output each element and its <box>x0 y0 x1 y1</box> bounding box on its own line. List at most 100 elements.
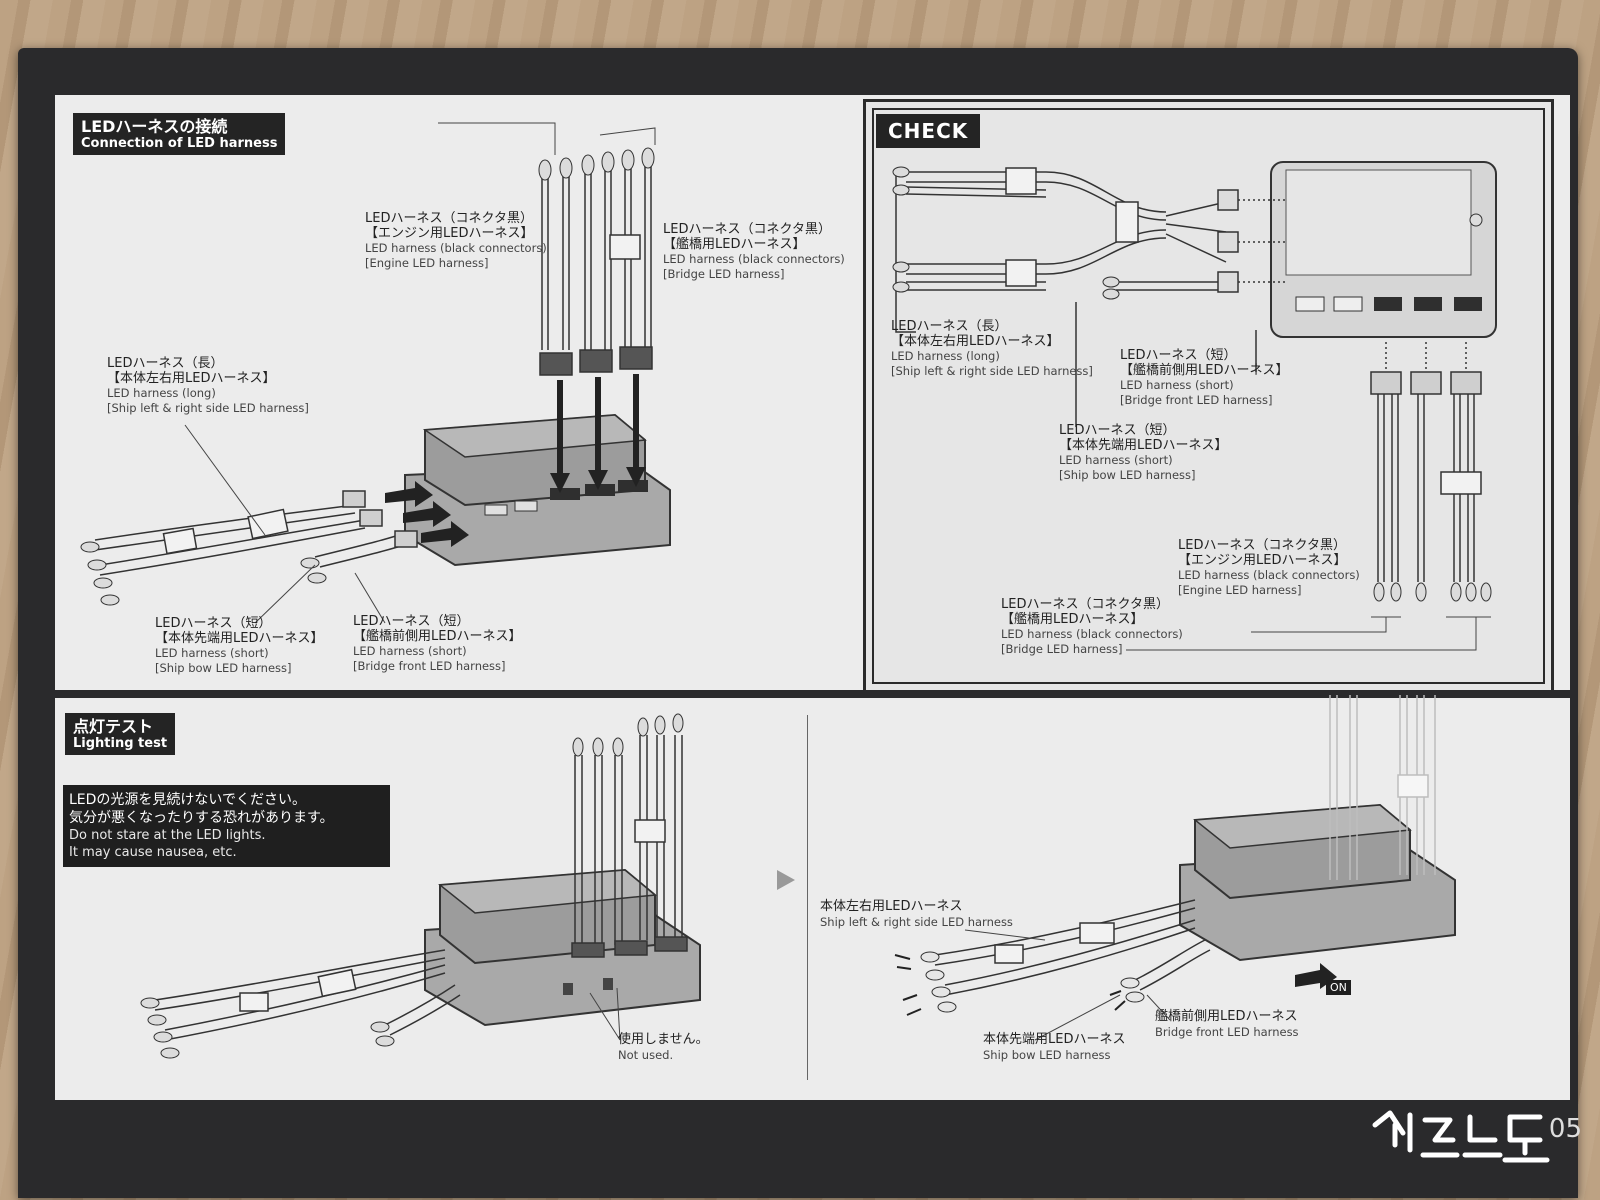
warning-en1: Do not stare at the LED lights. <box>69 828 266 843</box>
lighting-led-tips-before <box>140 713 684 1059</box>
check-bridge-jp2: 【艦橋用LEDハーネス】 <box>1001 611 1144 627</box>
check-engine-en2: [Engine LED harness] <box>1178 582 1302 597</box>
on-label: ON <box>1326 980 1351 995</box>
side-harness-en: Ship left & right side LED harness <box>820 914 1013 929</box>
check-title: CHECK <box>876 114 981 148</box>
bridge-harness-label: LEDハーネス（コネクタ黒） 【艦橋用LEDハーネス】 LED harness … <box>663 222 845 281</box>
vertical-harnesses <box>539 163 653 376</box>
engine-harness-label: LEDハーネス（コネクタ黒） 【エンジン用LEDハーネス】 LED harnes… <box>365 211 547 270</box>
bridge-label-jp1: LEDハーネス（コネクタ黒） <box>663 222 831 237</box>
check-engine-jp1: LEDハーネス（コネクタ黒） <box>1178 538 1346 553</box>
lighting-led-tips-after <box>920 951 1145 1013</box>
engine-label-jp2: 【エンジン用LEDハーネス】 <box>365 225 534 241</box>
bow-label-en1: LED harness (short) <box>155 646 269 660</box>
check-control-box <box>1270 161 1497 338</box>
lighting-box-after <box>1179 803 1456 962</box>
bridge-front-harness-label: LEDハーネス（短） 【艦橋前側用LEDハーネス】 LED harness (s… <box>353 614 522 673</box>
check-panel-inner-border <box>872 108 1545 684</box>
bridge-front-result-label: 艦橋前側用LEDハーネス Bridge front LED harness <box>1155 1009 1299 1039</box>
lighting-harness-before <box>154 735 688 1041</box>
bow-harness-label: LEDハーネス（短） 【本体先端用LEDハーネス】 LED harness (s… <box>155 616 324 675</box>
long-harness-label: LEDハーネス（長） 【本体左右用LEDハーネス】 LED harness (l… <box>107 356 309 415</box>
bow-harness-result-label: 本体先端用LEDハーネス Ship bow LED harness <box>983 1032 1126 1062</box>
bow-result-jp: 本体先端用LEDハーネス <box>983 1032 1126 1047</box>
long-label-en1: LED harness (long) <box>107 386 216 400</box>
lighting-box-before <box>424 868 701 1027</box>
bridge-front-result-jp: 艦橋前側用LEDハーネス <box>1155 1009 1298 1024</box>
not-used-label: 使用しません。 Not used. <box>618 1032 709 1062</box>
check-bow-jp2: 【本体先端用LEDハーネス】 <box>1059 437 1228 453</box>
lighting-harness-after <box>1329 695 1436 880</box>
check-bow-label: LEDハーネス（短） 【本体先端用LEDハーネス】 LED harness (s… <box>1059 423 1228 482</box>
bridge-front-label-jp2: 【艦橋前側用LEDハーネス】 <box>353 628 522 644</box>
horizontal-harnesses <box>94 490 418 576</box>
check-long-en1: LED harness (long) <box>891 349 1000 363</box>
check-bridge-front-jp1: LEDハーネス（短） <box>1120 348 1237 363</box>
check-bridge-front-en2: [Bridge front LED harness] <box>1120 392 1273 407</box>
check-long-en2: [Ship left & right side LED harness] <box>891 363 1093 378</box>
check-harness-wiring <box>895 167 1482 582</box>
side-harness-label: 本体左右用LEDハーネス Ship left & right side LED … <box>820 899 1013 929</box>
check-bow-en1: LED harness (short) <box>1059 453 1173 467</box>
bridge-label-en1: LED harness (black connectors) <box>663 252 845 266</box>
engine-label-en1: LED harness (black connectors) <box>365 241 547 255</box>
bow-label-jp2: 【本体先端用LEDハーネス】 <box>155 630 324 646</box>
warning-jp2: 気分が悪くなったりする恐れがあります。 <box>69 810 334 826</box>
led-tips-left <box>80 541 327 606</box>
bridge-label-jp2: 【艦橋用LEDハーネス】 <box>663 236 806 252</box>
check-led-tips <box>892 166 1492 602</box>
warning-en2: It may cause nausea, etc. <box>69 845 237 860</box>
lighting-title-badge: 点灯テスト Lighting test <box>65 713 176 755</box>
check-bow-en2: [Ship bow LED harness] <box>1059 467 1196 482</box>
bridge-front-label-jp1: LEDハーネス（短） <box>353 614 470 629</box>
connection-diagram <box>80 122 671 624</box>
light-rays <box>894 954 1126 1016</box>
check-bow-jp1: LEDハーネス（短） <box>1059 423 1176 438</box>
check-bridge-jp1: LEDハーネス（コネクタ黒） <box>1001 597 1169 612</box>
check-bridge-front-jp2: 【艦橋前側用LEDハーネス】 <box>1120 362 1289 378</box>
check-bridge-en1: LED harness (black connectors) <box>1001 627 1183 641</box>
check-long-jp1: LEDハーネス（長） <box>891 319 1008 334</box>
control-box <box>404 413 671 567</box>
bow-label-jp1: LEDハーネス（短） <box>155 616 272 631</box>
long-label-jp1: LEDハーネス（長） <box>107 356 224 371</box>
led-tips-top <box>538 147 655 181</box>
bridge-front-result-en: Bridge front LED harness <box>1155 1024 1299 1039</box>
step-arrow-icon <box>777 870 795 890</box>
engine-label-en2: [Engine LED harness] <box>365 255 489 270</box>
lighting-step-separator <box>807 715 808 1080</box>
watermark-signature <box>1372 1110 1550 1163</box>
bridge-front-label-en1: LED harness (short) <box>353 644 467 658</box>
not-used-en: Not used. <box>618 1047 674 1062</box>
warning-box: LEDの光源を見続けないでください。 気分が悪くなったりする恐れがあります。 D… <box>63 785 390 867</box>
check-panel: CHECK <box>863 99 1554 693</box>
bow-label-en2: [Ship bow LED harness] <box>155 660 292 675</box>
long-label-en2: [Ship left & right side LED harness] <box>107 400 309 415</box>
check-engine-jp2: 【エンジン用LEDハーネス】 <box>1178 552 1347 568</box>
section-divider <box>55 690 1570 698</box>
insert-arrows <box>385 374 646 547</box>
engine-label-jp1: LEDハーネス（コネクタ黒） <box>365 211 533 226</box>
check-engine-label: LEDハーネス（コネクタ黒） 【エンジン用LEDハーネス】 LED harnes… <box>1178 538 1360 597</box>
bridge-front-label-en2: [Bridge front LED harness] <box>353 658 506 673</box>
check-long-label: LEDハーネス（長） 【本体左右用LEDハーネス】 LED harness (l… <box>891 319 1093 378</box>
long-label-jp2: 【本体左右用LEDハーネス】 <box>107 370 276 386</box>
page-number: 05 <box>1548 1114 1582 1144</box>
not-used-jp: 使用しません。 <box>618 1032 709 1047</box>
instruction-page: LEDハーネスの接続 Connection of LED harness <box>55 95 1570 1100</box>
connection-title-jp: LEDハーネスの接続 <box>81 117 228 136</box>
lighting-title-en: Lighting test <box>73 736 168 751</box>
check-bridge-label: LEDハーネス（コネクタ黒） 【艦橋用LEDハーネス】 LED harness … <box>1001 597 1183 656</box>
check-diagram <box>892 161 1497 651</box>
check-long-jp2: 【本体左右用LEDハーネス】 <box>891 333 1060 349</box>
bow-result-en: Ship bow LED harness <box>983 1047 1111 1062</box>
bridge-label-en2: [Bridge LED harness] <box>663 266 785 281</box>
check-bridge-front-en1: LED harness (short) <box>1120 378 1234 392</box>
connection-title-en: Connection of LED harness <box>81 136 278 151</box>
warning-jp1: LEDの光源を見続けないでください。 <box>69 792 307 808</box>
lighting-title-jp: 点灯テスト <box>73 717 154 736</box>
check-bridge-en2: [Bridge LED harness] <box>1001 641 1123 656</box>
check-bridge-front-label: LEDハーネス（短） 【艦橋前側用LEDハーネス】 LED harness (s… <box>1120 348 1289 407</box>
connection-title-badge: LEDハーネスの接続 Connection of LED harness <box>73 113 286 155</box>
side-harness-jp: 本体左右用LEDハーネス <box>820 899 963 914</box>
